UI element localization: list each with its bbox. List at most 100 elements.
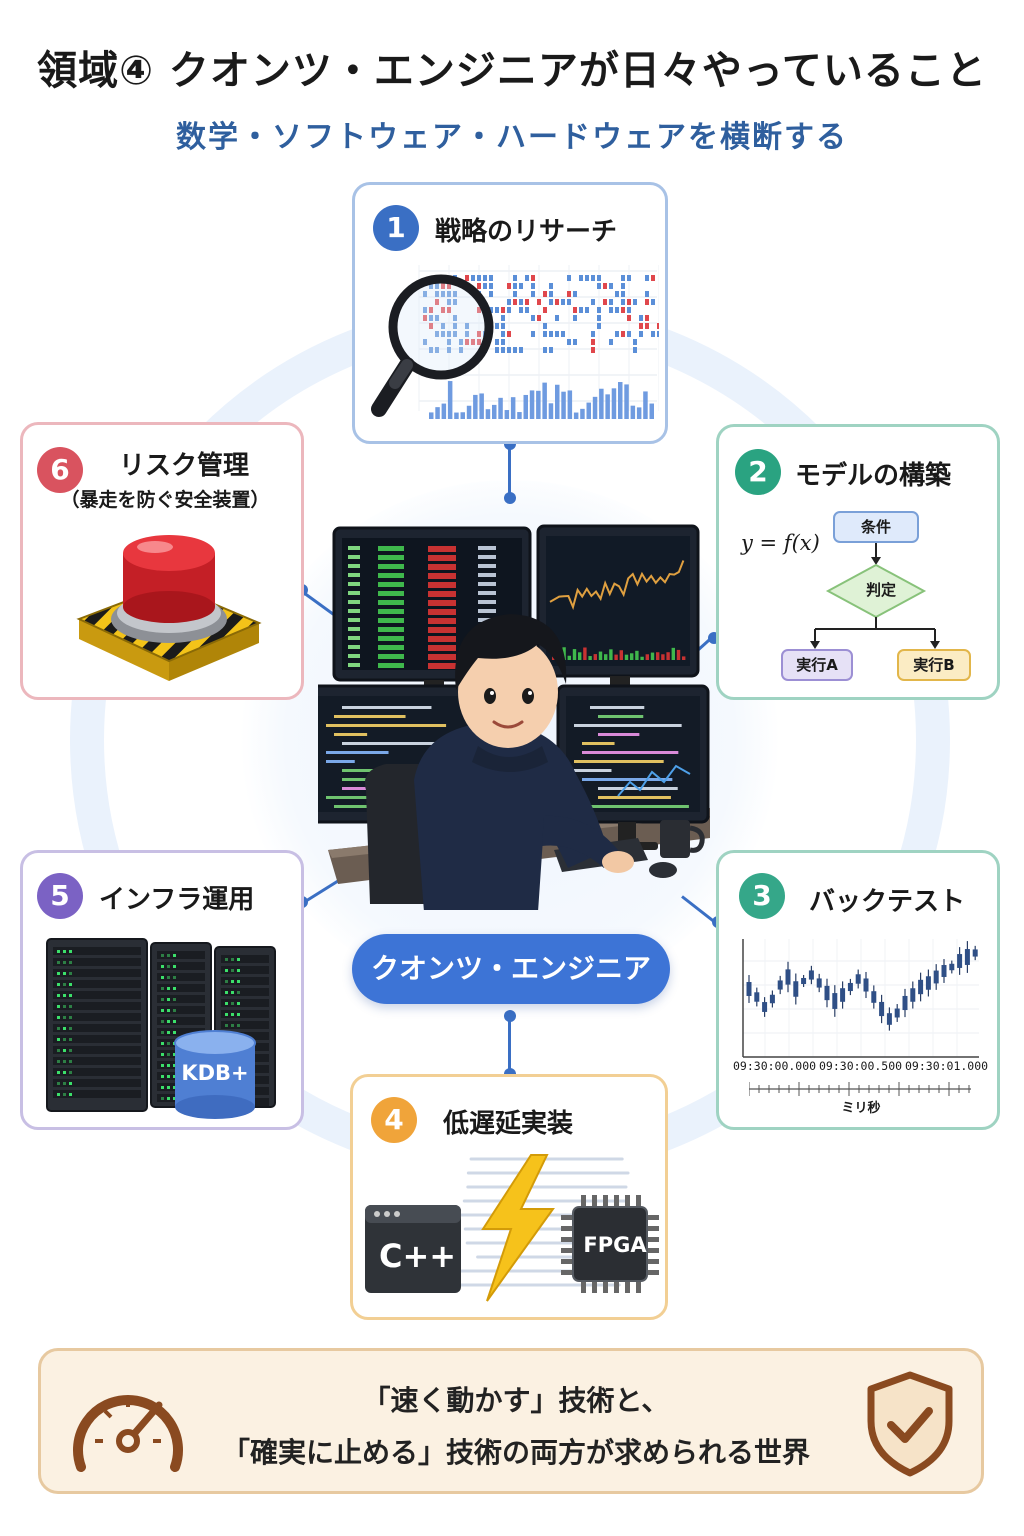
research-heat-cell xyxy=(567,291,571,297)
research-heat-cell xyxy=(543,307,547,313)
research-heat-cell xyxy=(597,307,601,313)
research-heat-cell xyxy=(429,307,433,313)
research-heat-cell xyxy=(621,291,625,297)
research-heat-cell xyxy=(603,299,607,305)
kdb-database-icon: KDB+ xyxy=(181,1061,249,1085)
backtest-candle-body xyxy=(871,991,877,1003)
research-heat-cell xyxy=(441,291,445,297)
research-heat-cell xyxy=(633,299,637,305)
card-model-building: 2 モデルの構築 y = f(x) 条件 判定 実行A 実行B xyxy=(716,424,1000,700)
page-title: 領域④ クオンツ・エンジニアが日々やっていること xyxy=(37,48,987,94)
card-2-number-badge: 2 xyxy=(735,449,781,495)
research-heat-cell xyxy=(471,339,475,345)
research-heat-cell xyxy=(621,299,625,305)
backtest-candle-body xyxy=(847,982,853,992)
research-heat-cell xyxy=(423,339,427,345)
research-heat-cell xyxy=(495,307,499,313)
research-heat-cell xyxy=(477,331,481,337)
research-heat-cell xyxy=(609,283,613,289)
research-heat-cell xyxy=(645,299,649,305)
server-rack-illustration xyxy=(46,938,276,1119)
backtest-candle-body xyxy=(941,965,947,977)
research-volume-bar xyxy=(561,391,566,419)
time-tick-3: 09:30:01.000 xyxy=(905,1059,989,1073)
research-heat-cell xyxy=(627,275,631,281)
research-heat-cell xyxy=(651,331,655,337)
research-heat-cell xyxy=(627,299,631,305)
card-6-subtitle: （暴走を防ぐ安全装置） xyxy=(60,489,270,511)
card-1-number-badge: 1 xyxy=(373,205,419,251)
research-heat-cell xyxy=(621,275,625,281)
research-volume-bar xyxy=(447,381,453,419)
backtest-candle-body xyxy=(808,970,814,980)
research-heat-cell xyxy=(567,275,571,281)
research-heat-cell xyxy=(537,299,541,305)
research-heat-cell xyxy=(501,347,505,353)
research-heat-cell xyxy=(639,315,643,321)
research-heat-cell xyxy=(591,339,595,345)
research-heat-cell xyxy=(531,331,535,337)
research-heat-cell xyxy=(651,299,655,305)
research-heat-cell xyxy=(555,315,559,321)
backtest-candle-body xyxy=(769,994,775,1004)
latency-illustration xyxy=(365,1154,659,1302)
backtest-candle-body xyxy=(957,954,963,968)
research-heat-cell xyxy=(621,331,625,337)
research-heat-cell xyxy=(567,299,571,305)
research-heat-cell xyxy=(501,315,505,321)
research-heat-cell xyxy=(555,299,559,305)
research-heat-cell xyxy=(513,299,517,305)
research-heat-cell xyxy=(633,347,637,353)
card-6-title: リスク管理 xyxy=(119,451,250,481)
research-heat-cell xyxy=(471,275,475,281)
research-volume-bar xyxy=(517,412,522,419)
research-heat-cell xyxy=(549,331,553,337)
research-heat-cell xyxy=(519,307,523,313)
research-heat-cell xyxy=(453,331,457,337)
research-volume-bar xyxy=(624,384,629,419)
backtest-candle-body xyxy=(793,981,799,997)
connector-1 xyxy=(508,444,511,498)
research-heat-cell xyxy=(549,299,553,305)
research-heat-cell xyxy=(609,307,613,313)
research-heat-cell xyxy=(627,331,631,337)
research-heat-cell xyxy=(591,331,595,337)
card-low-latency: 4 低遅延実装 C++ FPGA xyxy=(350,1074,668,1320)
research-volume-bar xyxy=(586,402,591,419)
research-heat-cell xyxy=(591,275,595,281)
research-heat-cell xyxy=(591,347,595,353)
research-heat-cell xyxy=(507,331,511,337)
research-heat-cell xyxy=(585,275,589,281)
research-volume-bar xyxy=(460,412,465,419)
research-heat-cell xyxy=(441,283,445,289)
backtest-candle-body xyxy=(762,1002,768,1012)
flowchart-lines xyxy=(810,543,940,649)
research-heat-cell xyxy=(639,331,643,337)
research-heat-cell xyxy=(645,315,649,321)
research-heat-cell xyxy=(489,283,493,289)
research-heat-cell xyxy=(573,307,577,313)
research-heat-cell xyxy=(429,315,433,321)
research-heat-cell xyxy=(441,331,445,337)
research-volume-bar xyxy=(492,404,497,419)
research-heat-cell xyxy=(495,323,499,329)
research-heat-cell xyxy=(435,283,439,289)
research-heat-cell xyxy=(549,283,553,289)
research-heat-cell xyxy=(645,323,649,329)
card-5-title: インフラ運用 xyxy=(99,885,255,915)
research-volume-bar xyxy=(573,412,579,419)
research-heat-cell xyxy=(447,339,451,345)
backtest-candle-body xyxy=(886,1013,892,1025)
research-volume-bar xyxy=(473,394,478,419)
backtest-candlestick-chart xyxy=(742,939,979,1058)
research-heat-cell xyxy=(507,307,511,313)
research-heat-cell xyxy=(585,307,589,313)
card-1-title: 戦略のリサーチ xyxy=(435,217,618,247)
research-heat-cell xyxy=(657,323,659,329)
backtest-candle-body xyxy=(918,979,924,995)
backtest-candle-body xyxy=(840,988,846,1002)
research-heat-cell xyxy=(513,291,517,297)
research-heat-cell xyxy=(543,323,547,329)
connector-4 xyxy=(508,1016,511,1076)
card-4-title: 低遅延実装 xyxy=(443,1109,574,1139)
